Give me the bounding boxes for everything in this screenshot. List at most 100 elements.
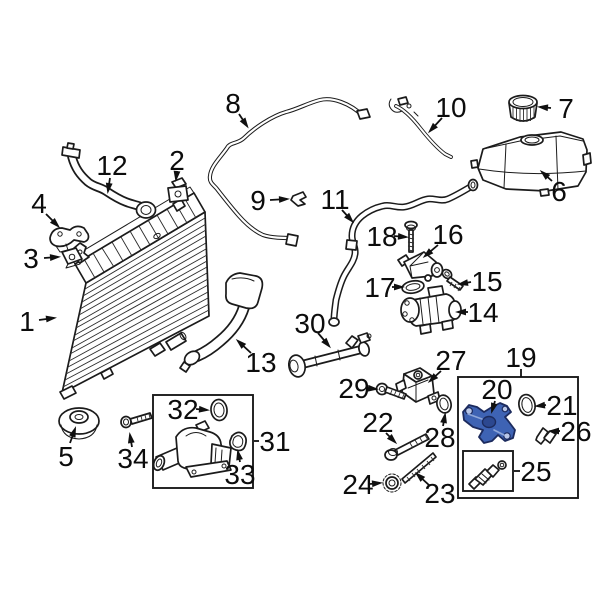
callout-7-label[interactable]: 7 [558,93,574,124]
part-12-upper-radiator-hose [61,142,157,219]
part-23-stud [401,452,437,484]
arrowhead [69,426,77,438]
callout-11[interactable]: 11 [320,184,355,224]
callout-5-label[interactable]: 5 [58,441,74,472]
callout-4[interactable]: 4 [31,188,61,229]
callout-28-label[interactable]: 28 [424,422,455,453]
arrowhead [198,405,210,413]
callout-8[interactable]: 8 [225,88,249,129]
callout-3[interactable]: 3 [23,243,61,274]
callout-5[interactable]: 5 [58,426,77,472]
callout-9-label[interactable]: 9 [250,185,266,216]
callout-9[interactable]: 9 [250,185,290,216]
arrowhead [491,402,498,414]
callout-34-label[interactable]: 34 [117,443,148,474]
callout-13-label[interactable]: 13 [245,347,276,378]
callout-8-label[interactable]: 8 [225,88,241,119]
callout-1[interactable]: 1 [19,306,57,337]
callout-22-label[interactable]: 22 [362,407,393,438]
callout-21-label[interactable]: 21 [546,390,577,421]
callout-2[interactable]: 2 [169,145,185,182]
callout-11-label[interactable]: 11 [320,184,349,215]
arrowhead [235,338,247,349]
callout-24-label[interactable]: 24 [342,469,373,500]
callout-32[interactable]: 32 [167,394,210,425]
callout-2-label[interactable]: 2 [169,145,185,176]
part-2-bracket-clip [167,177,189,203]
callout-16[interactable]: 16 [422,219,464,258]
callout-32-label[interactable]: 32 [167,394,198,425]
callout-18[interactable]: 18 [366,221,409,252]
arrowhead [440,412,447,424]
callout-23-label[interactable]: 23 [424,478,455,509]
callout-31[interactable]: 31 [254,426,291,457]
part-33-gasket [229,431,247,452]
callout-14-label[interactable]: 14 [467,297,498,328]
assembly-box-19 [457,376,579,499]
callout-6[interactable]: 6 [539,169,567,207]
callout-10[interactable]: 10 [427,92,467,134]
arrowhead [344,212,355,224]
callout-26-label[interactable]: 26 [560,416,591,447]
callout-15[interactable]: 15 [457,266,503,297]
callout-16-label[interactable]: 16 [432,219,463,250]
part-7-reservoir-cap [508,94,538,122]
callout-15-label[interactable]: 15 [471,266,502,297]
callout-19[interactable]: 19 [505,342,537,377]
callout-12[interactable]: 12 [96,150,128,194]
callout-22[interactable]: 22 [362,407,398,445]
part-30-coolant-pipe [287,332,372,378]
arrowhead [397,232,409,240]
callout-19-label[interactable]: 19 [505,342,536,373]
arrowhead [236,449,243,461]
arrowhead [455,308,466,316]
callout-7[interactable]: 7 [537,93,574,124]
callout-23[interactable]: 23 [414,471,456,509]
arrowhead [539,169,551,180]
part-28-o-ring [436,394,452,414]
arrowhead [548,427,559,435]
assembly-box-31 [152,394,254,489]
callout-29[interactable]: 29 [338,373,379,404]
callout-3-label[interactable]: 3 [23,243,39,274]
arrowhead [394,283,405,291]
callout-18-label[interactable]: 18 [366,221,397,252]
part-17-gasket [401,279,425,295]
callout-4-label[interactable]: 4 [31,188,47,219]
part-15-bolt [441,268,464,292]
callout-28[interactable]: 28 [424,412,456,453]
part-10-bleed-hose [388,96,453,159]
callout-27-label[interactable]: 27 [435,345,466,376]
callout-30[interactable]: 30 [294,308,331,349]
callout-21[interactable]: 21 [534,390,578,421]
assembly-box-25 [462,450,514,492]
callout-25-label[interactable]: 25 [520,456,551,487]
callout-24[interactable]: 24 [342,469,383,500]
callout-31-label[interactable]: 31 [259,426,290,457]
callout-10-label[interactable]: 10 [435,92,466,123]
callout-13[interactable]: 13 [235,338,277,378]
callout-17-label[interactable]: 17 [364,272,395,303]
callout-6-label[interactable]: 6 [551,176,567,207]
part-21-o-ring [518,393,536,417]
arrowhead [127,432,135,444]
callout-25[interactable]: 25 [514,456,552,487]
callout-34[interactable]: 34 [117,432,149,474]
part-1-radiator [59,186,210,400]
callout-1-label[interactable]: 1 [19,306,35,337]
callout-17[interactable]: 17 [364,272,405,303]
callout-27[interactable]: 27 [427,345,467,384]
part-34-bolt [120,412,153,429]
callout-33[interactable]: 33 [224,449,256,490]
callout-20[interactable]: 20 [481,374,513,414]
part-20-coolant-outlet-highlighted[interactable] [462,402,516,444]
callout-26[interactable]: 26 [548,416,592,447]
callout-14[interactable]: 14 [455,297,499,328]
callout-20-label[interactable]: 20 [481,374,512,405]
callout-33-label[interactable]: 33 [224,459,255,490]
callout-12-label[interactable]: 12 [96,150,127,181]
arrowhead [457,279,469,286]
part-22-bolt [384,433,430,461]
callout-29-label[interactable]: 29 [338,373,369,404]
callout-30-label[interactable]: 30 [294,308,325,339]
